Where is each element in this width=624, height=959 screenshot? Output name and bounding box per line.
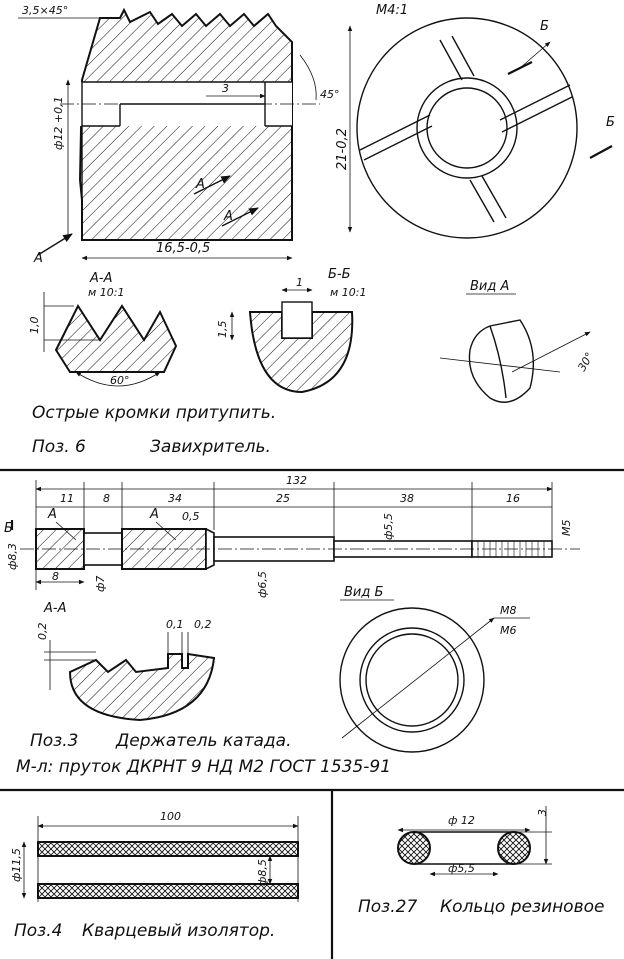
p27-inner-dia-dim: ф5,5 [448, 862, 475, 875]
part27-pos-label: Поз.27 [358, 897, 417, 917]
thread-m8-dim: М8 [500, 604, 517, 617]
part6-view-a: Вид А 30° [439, 279, 596, 403]
part4-name: Кварцевый изолятор. [82, 921, 275, 941]
part3-pos-label: Поз.3 [30, 731, 78, 751]
part6-end-view: Б Б [356, 17, 615, 239]
p3-section-aa-title: А-А [43, 601, 66, 616]
part3-holder-view: 132 11 8 34 25 38 16 Б ф8,3 [4, 474, 580, 598]
part6-section-bb: Б-Б м 10:1 1 1,5 [216, 267, 367, 394]
dia-55-dim: ф5,5 [382, 513, 395, 540]
p4-inner-dia-dim: ф8,5 [256, 859, 269, 886]
thread-m5-dim: М5 [560, 520, 573, 537]
len-16-dim: 16 [506, 492, 520, 505]
len-11-dim: 11 [60, 492, 74, 505]
part3-name: Держатель катада. [115, 731, 292, 751]
p27-outer-dia-dim: ф 12 [448, 814, 475, 827]
part6-section-aa: А-А м 10:1 1,0 60° [28, 271, 178, 387]
part3-section-aa: А-А 0,2 0,1 0,2 [36, 601, 216, 722]
view-b-title: Вид Б [344, 585, 383, 600]
section-b-mark-2: Б [606, 115, 615, 130]
aa-depth-dim: 1,0 [28, 317, 41, 335]
thread-m6-dim: М6 [500, 624, 517, 637]
p4-outer-dia-dim: ф11,5 [10, 848, 23, 882]
section-aa-scale: м 10:1 [88, 286, 125, 299]
len-05-dim: 0,5 [182, 510, 200, 523]
depth-dim: 3 [222, 82, 229, 95]
section-aa-title: А-А [89, 271, 112, 286]
view-a-title: Вид А [470, 279, 509, 294]
sec-01-dim: 0,1 [166, 618, 184, 631]
part6-note: Острые кромки притупить. [32, 403, 276, 423]
section-bb-title: Б-Б [328, 267, 351, 282]
sec-02a-dim: 0,2 [36, 623, 49, 641]
mark-a2: А [149, 507, 159, 522]
dia-65-dim: ф6,5 [256, 571, 269, 598]
p4-length-dim: 100 [160, 810, 181, 823]
part6-front-section-view [60, 7, 320, 241]
mark-a1: А [47, 507, 57, 522]
part6-pos-label: Поз. 6 [32, 437, 86, 457]
bb-depth-dim: 1,5 [216, 321, 229, 339]
scale-label: М4:1 [376, 3, 408, 18]
view-a-angle-dim: 30° [575, 350, 596, 373]
len-38-dim: 38 [400, 492, 414, 505]
bore-dim: ф12 +0,1 [52, 96, 65, 150]
part6-dimensions: 3,5×45° ф12 +0,1 3 45° 21-0,2 16,5-0,5 А… [18, 4, 353, 266]
part27-ring-view: ф 12 ф5,5 3 [397, 806, 552, 877]
bb-width-dim: 1 [296, 276, 303, 289]
angle-dim: 45° [320, 88, 340, 101]
part6-name: Завихритель. [150, 437, 271, 457]
p27-section-dia-dim: 3 [536, 809, 549, 816]
dia-83-dim: ф8,3 [6, 543, 19, 570]
part27-name: Кольцо резиновое [440, 897, 604, 917]
sec-02b-dim: 0,2 [194, 618, 212, 631]
section-bb-scale: м 10:1 [330, 286, 367, 299]
len-8a-dim: 8 [103, 492, 110, 505]
section-b-mark: Б [540, 19, 549, 34]
section-a-mark: А [195, 177, 205, 192]
part4-pos-label: Поз.4 [14, 921, 62, 941]
section-a-mark-2: А [223, 209, 233, 224]
part3-view-b: Вид Б М8 М6 [339, 585, 530, 753]
dia-7-dim: ф7 [94, 576, 107, 592]
chamfer-dim: 3,5×45° [22, 4, 68, 17]
len-34-dim: 34 [168, 492, 182, 505]
len-25-dim: 25 [276, 492, 290, 505]
total-len-dim: 132 [286, 474, 307, 487]
mark-b: Б [4, 521, 13, 536]
part4-insulator-view: 100 ф11,5 ф8,5 [10, 810, 299, 902]
part3-material: М-л: пруток ДКРНТ 9 НД М2 ГОСТ 1535-91 [16, 757, 391, 777]
length-dim: 16,5-0,5 [156, 241, 210, 256]
view-a-arrow-label: А [33, 251, 43, 266]
len-8b-dim: 8 [52, 570, 59, 583]
aa-angle-dim: 60° [110, 374, 130, 387]
height-dim: 21-0,2 [335, 128, 350, 170]
